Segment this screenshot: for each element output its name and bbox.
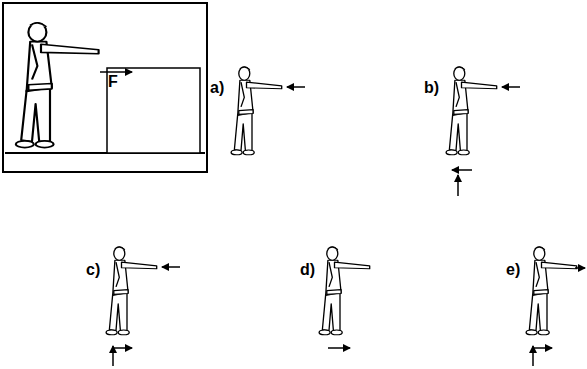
force-label: F [108,74,118,90]
option-letter: b) [424,80,439,96]
figure-b [446,67,520,196]
figure-e [526,247,585,366]
figure-d [319,247,370,348]
inset-scene [3,3,207,172]
option-letter: c) [86,262,100,278]
option-letter: d) [300,262,315,278]
option-letter: e) [506,262,520,278]
figure-a [231,67,305,155]
option-letter: a) [210,80,224,96]
figure-c [106,247,180,366]
